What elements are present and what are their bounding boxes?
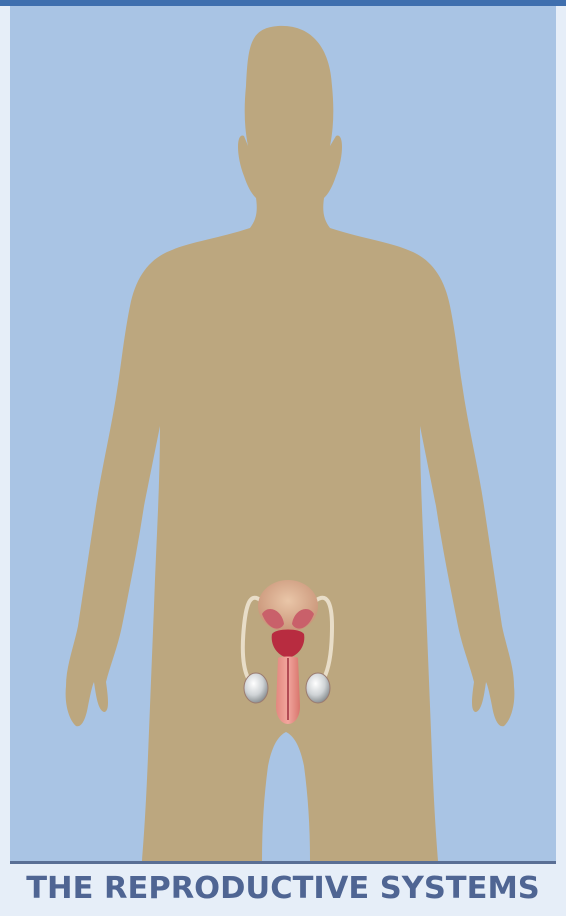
body-illustration xyxy=(10,6,556,861)
body-silhouette xyxy=(66,26,515,861)
testis-right xyxy=(306,673,330,703)
testis-left xyxy=(244,673,268,703)
bladder xyxy=(258,580,318,632)
illustration-panel xyxy=(10,6,556,861)
title-divider xyxy=(10,861,556,864)
page-title: THE REPRODUCTIVE SYSTEMS xyxy=(0,866,566,912)
